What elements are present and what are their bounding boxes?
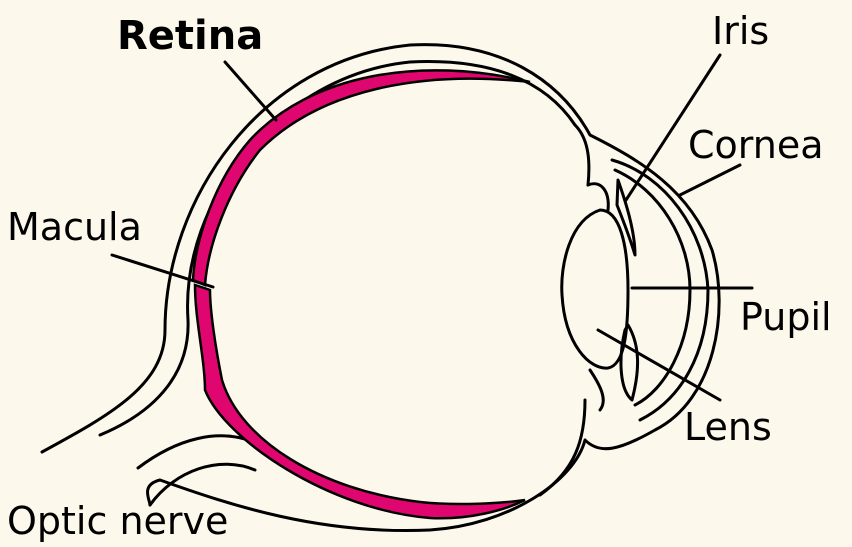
- globe-upper: [575, 125, 589, 185]
- retina: [193, 70, 530, 285]
- label-iris: Iris: [712, 12, 769, 50]
- optic-nerve-line: [138, 436, 260, 468]
- label-pupil: Pupil: [740, 298, 832, 336]
- globe-lower: [540, 400, 585, 495]
- label-cornea: Cornea: [688, 126, 824, 164]
- sclera-outer: [42, 45, 719, 531]
- ciliary-upper: [588, 184, 608, 210]
- lens-shape: [562, 210, 628, 368]
- label-retina: Retina: [117, 16, 263, 56]
- iris-lower: [621, 325, 638, 400]
- retina-pointer: [225, 62, 276, 120]
- cornea-pointer: [680, 165, 740, 195]
- sclera-inner: [100, 62, 575, 435]
- retina-lower: [195, 285, 525, 518]
- ciliary-lower: [590, 370, 603, 410]
- label-lens: Lens: [684, 408, 772, 446]
- label-macula: Macula: [7, 208, 142, 246]
- label-optic-nerve: Optic nerve: [7, 502, 228, 540]
